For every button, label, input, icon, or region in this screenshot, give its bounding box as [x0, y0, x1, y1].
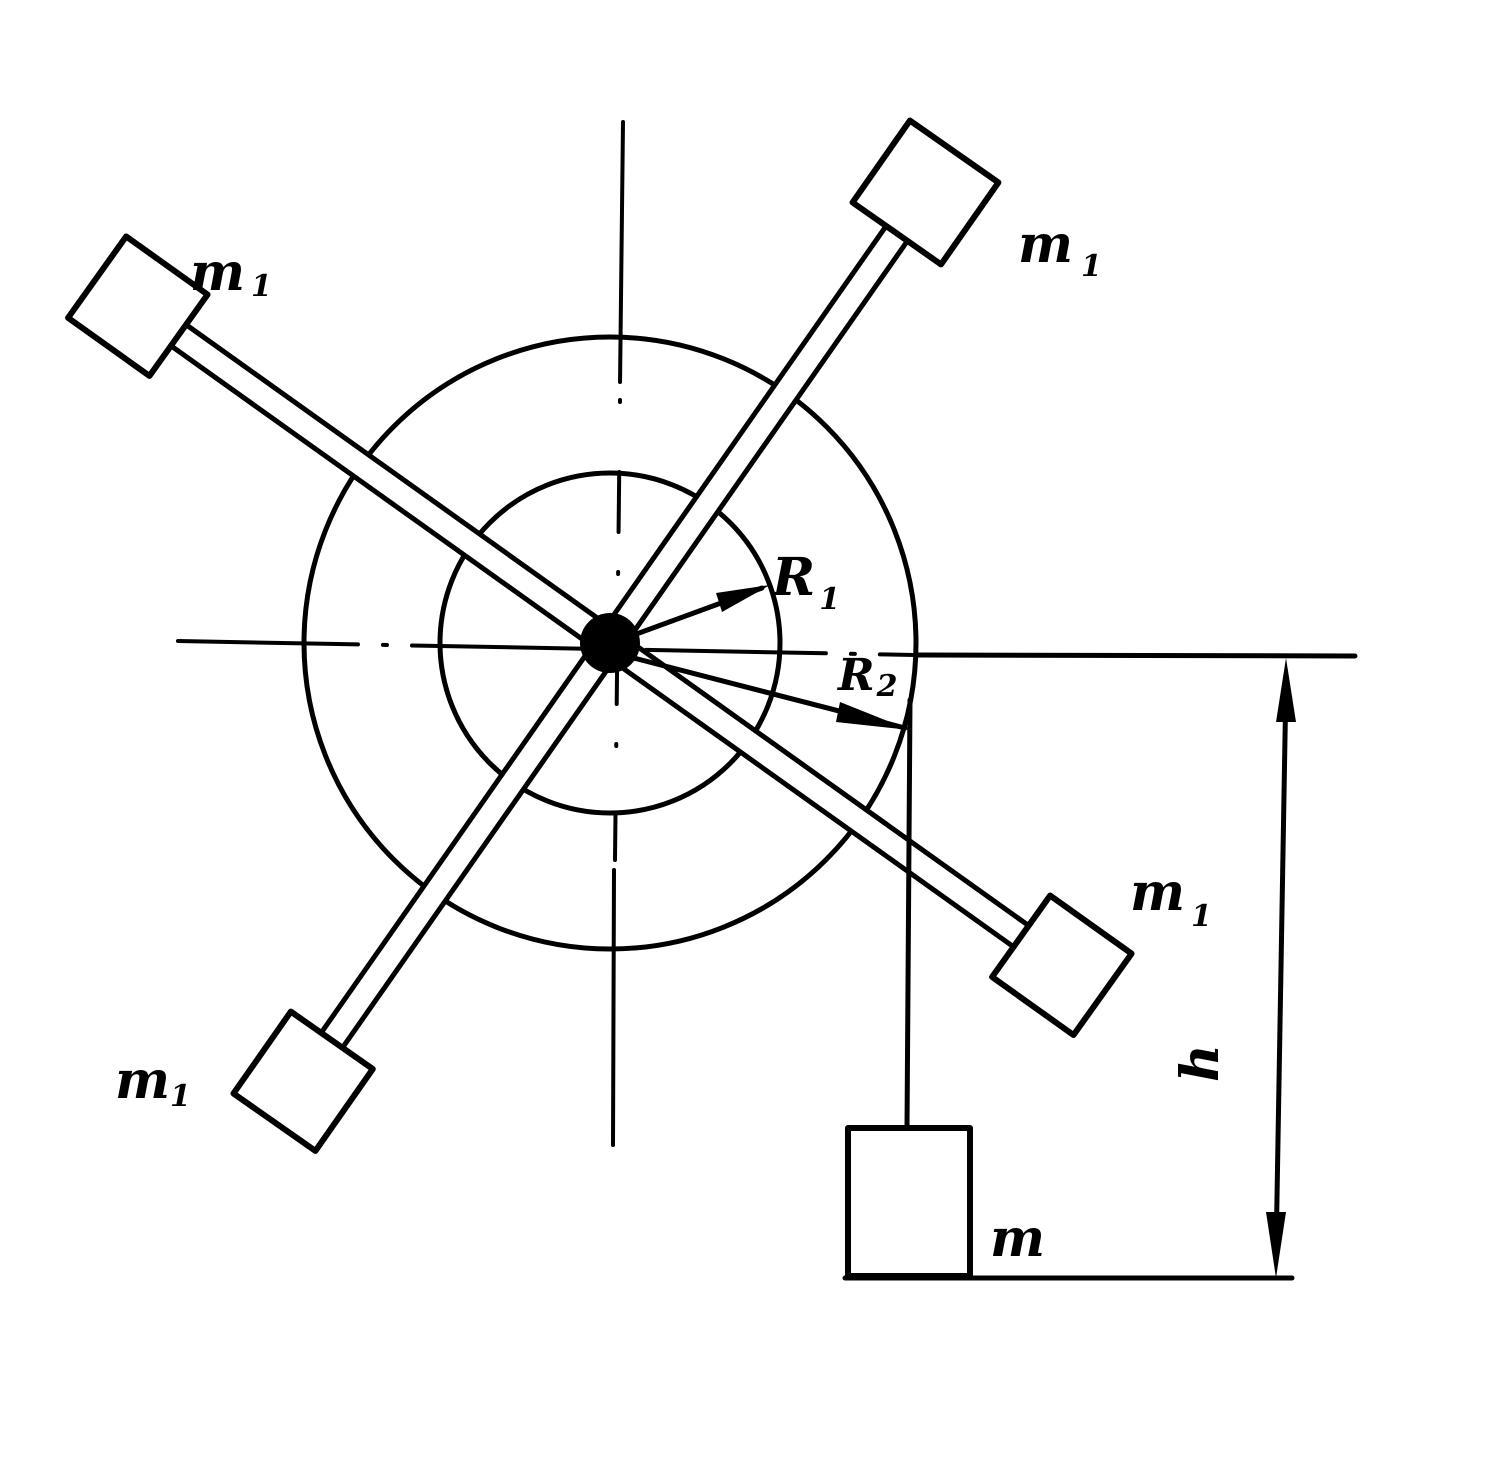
label-m: m: [990, 1208, 1045, 1269]
string: [904, 697, 913, 1131]
radius-r2-arrowhead: [836, 702, 910, 730]
label-h: h: [1170, 1044, 1231, 1082]
weight-m1-top-left: [65, 233, 211, 379]
weight-m1-bottom-right: [989, 892, 1135, 1039]
height-arrow-down: [1266, 1212, 1286, 1278]
height-arrow-up: [1276, 658, 1296, 722]
top-reference-line: [915, 652, 1358, 659]
weight-m1-top-right: [849, 117, 1002, 268]
vertical-centerline-dots: [613, 398, 622, 862]
outer-pulley-r2: [301, 334, 919, 952]
axle-hub: [580, 613, 640, 673]
hanging-mass-m: [845, 1125, 973, 1279]
label-m1-bottom-left: m1: [115, 1050, 191, 1114]
vertical-centerline: [618, 120, 625, 387]
vertical-centerline-lower: [611, 868, 616, 1147]
radius-r1-arrowhead: [716, 585, 770, 612]
weight-m1-bottom-left: [230, 1008, 376, 1154]
height-dimension-line: [1273, 677, 1289, 1258]
label-r2: R2: [836, 650, 897, 704]
inner-pulley-r1: [437, 470, 783, 816]
horizontal-centerline: [176, 639, 917, 657]
